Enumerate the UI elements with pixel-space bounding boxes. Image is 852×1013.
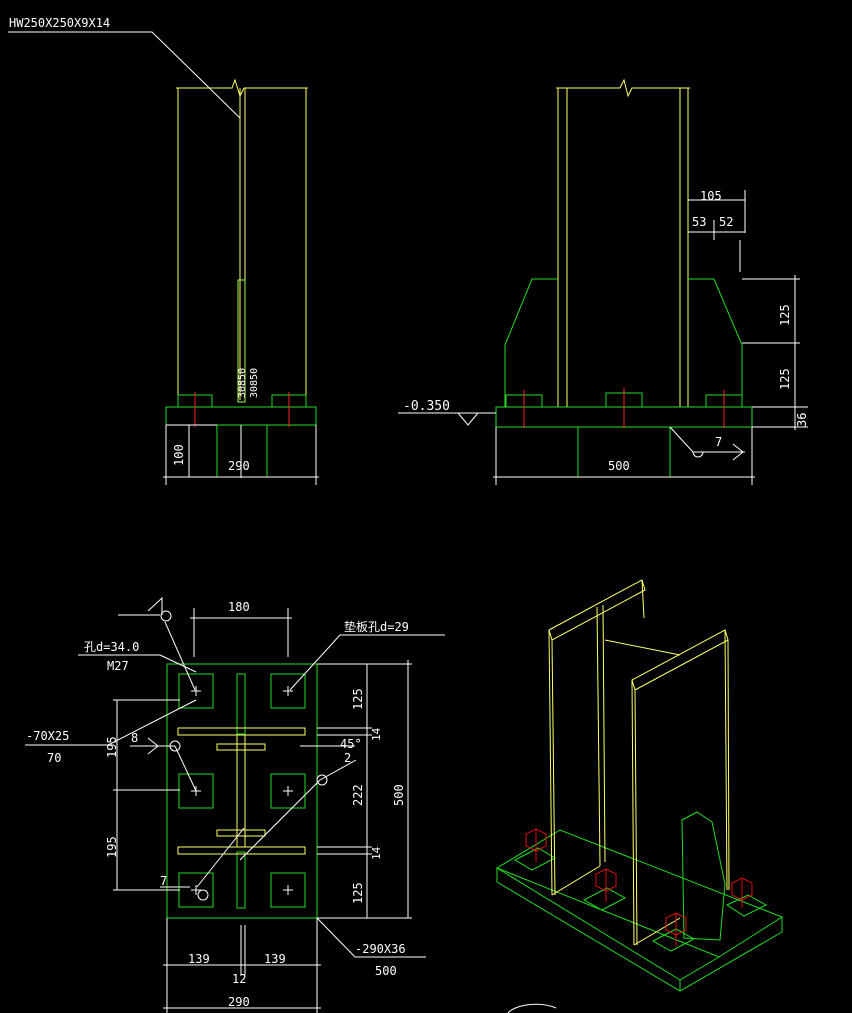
dim-195-a: 195 (105, 736, 119, 758)
dim-105: 105 (700, 189, 722, 203)
plate-sub: 500 (375, 964, 397, 978)
column-plan (177, 727, 306, 855)
iso-rib (681, 811, 726, 941)
dim-290-plan: 290 (228, 995, 250, 1009)
dim-53: 53 (692, 215, 706, 229)
dim-139-a: 139 (188, 952, 210, 966)
plan-vertical-dims (113, 660, 412, 1013)
column-side (556, 78, 690, 407)
hole-label: 孔d=34.0 (84, 640, 139, 654)
dim-222: 222 (351, 784, 365, 806)
base-plate-plan (166, 663, 318, 919)
dim-125-top-side: 125 (778, 304, 792, 326)
section-leader (8, 31, 241, 119)
iso-column (548, 579, 730, 946)
side-dimensions (398, 190, 808, 485)
angle-45: 45° (340, 737, 362, 751)
section-label: HW250X250X9X14 (9, 16, 110, 30)
dim-195-b: 195 (105, 836, 119, 858)
washers-plan (178, 673, 306, 908)
vertical-text-a: 30850 (237, 368, 248, 398)
iso-bottom-arc (507, 1003, 557, 1013)
bolt-marks-plan (191, 686, 293, 895)
dim-500-plan: 500 (392, 784, 406, 806)
weld-7: 7 (160, 874, 167, 888)
front-view: HW250X250X9X14 30850 30850 290 100 (8, 16, 319, 485)
dim-290-front: 290 (228, 459, 250, 473)
weld-2: 2 (344, 751, 351, 765)
dim-52: 52 (719, 215, 733, 229)
column-front (176, 78, 308, 400)
front-dimensions (163, 424, 319, 485)
weld-8: 8 (131, 731, 138, 745)
dim-139-b: 139 (264, 952, 286, 966)
plate-label: -290X36 (355, 942, 406, 956)
vertical-text-b: 30850 (249, 368, 260, 398)
dim-125-b-plan: 125 (351, 882, 365, 904)
rib-plan (236, 673, 246, 909)
elevation-label: -0.350 (403, 399, 450, 414)
dim-100-front: 100 (172, 444, 186, 466)
washer-sub: 70 (47, 751, 61, 765)
dim-36-side: 36 (795, 413, 809, 427)
dim-12: 12 (232, 972, 246, 986)
washer-label: -70X25 (26, 729, 69, 743)
bolt-label: M27 (107, 659, 129, 673)
iso-bolts (525, 828, 753, 946)
washer-hole-label: 垫板孔d=29 (344, 619, 409, 634)
side-view: 105 53 52 125 125 36 -0.350 500 7 (398, 78, 809, 485)
dim-180: 180 (228, 600, 250, 614)
weld-size-side: 7 (715, 435, 722, 449)
dim-125-bottom-side: 125 (778, 368, 792, 390)
plan-view: 180 孔d=34.0 M27 垫板孔d=29 -70X25 70 8 45° … (25, 596, 445, 1013)
dim-14-b: 14 (370, 846, 383, 860)
isometric-view (495, 579, 784, 1013)
dim-14-a: 14 (370, 727, 383, 741)
dim-125-a-plan: 125 (351, 688, 365, 710)
web-stiffener-front (237, 279, 246, 403)
dim-500-side: 500 (608, 459, 630, 473)
